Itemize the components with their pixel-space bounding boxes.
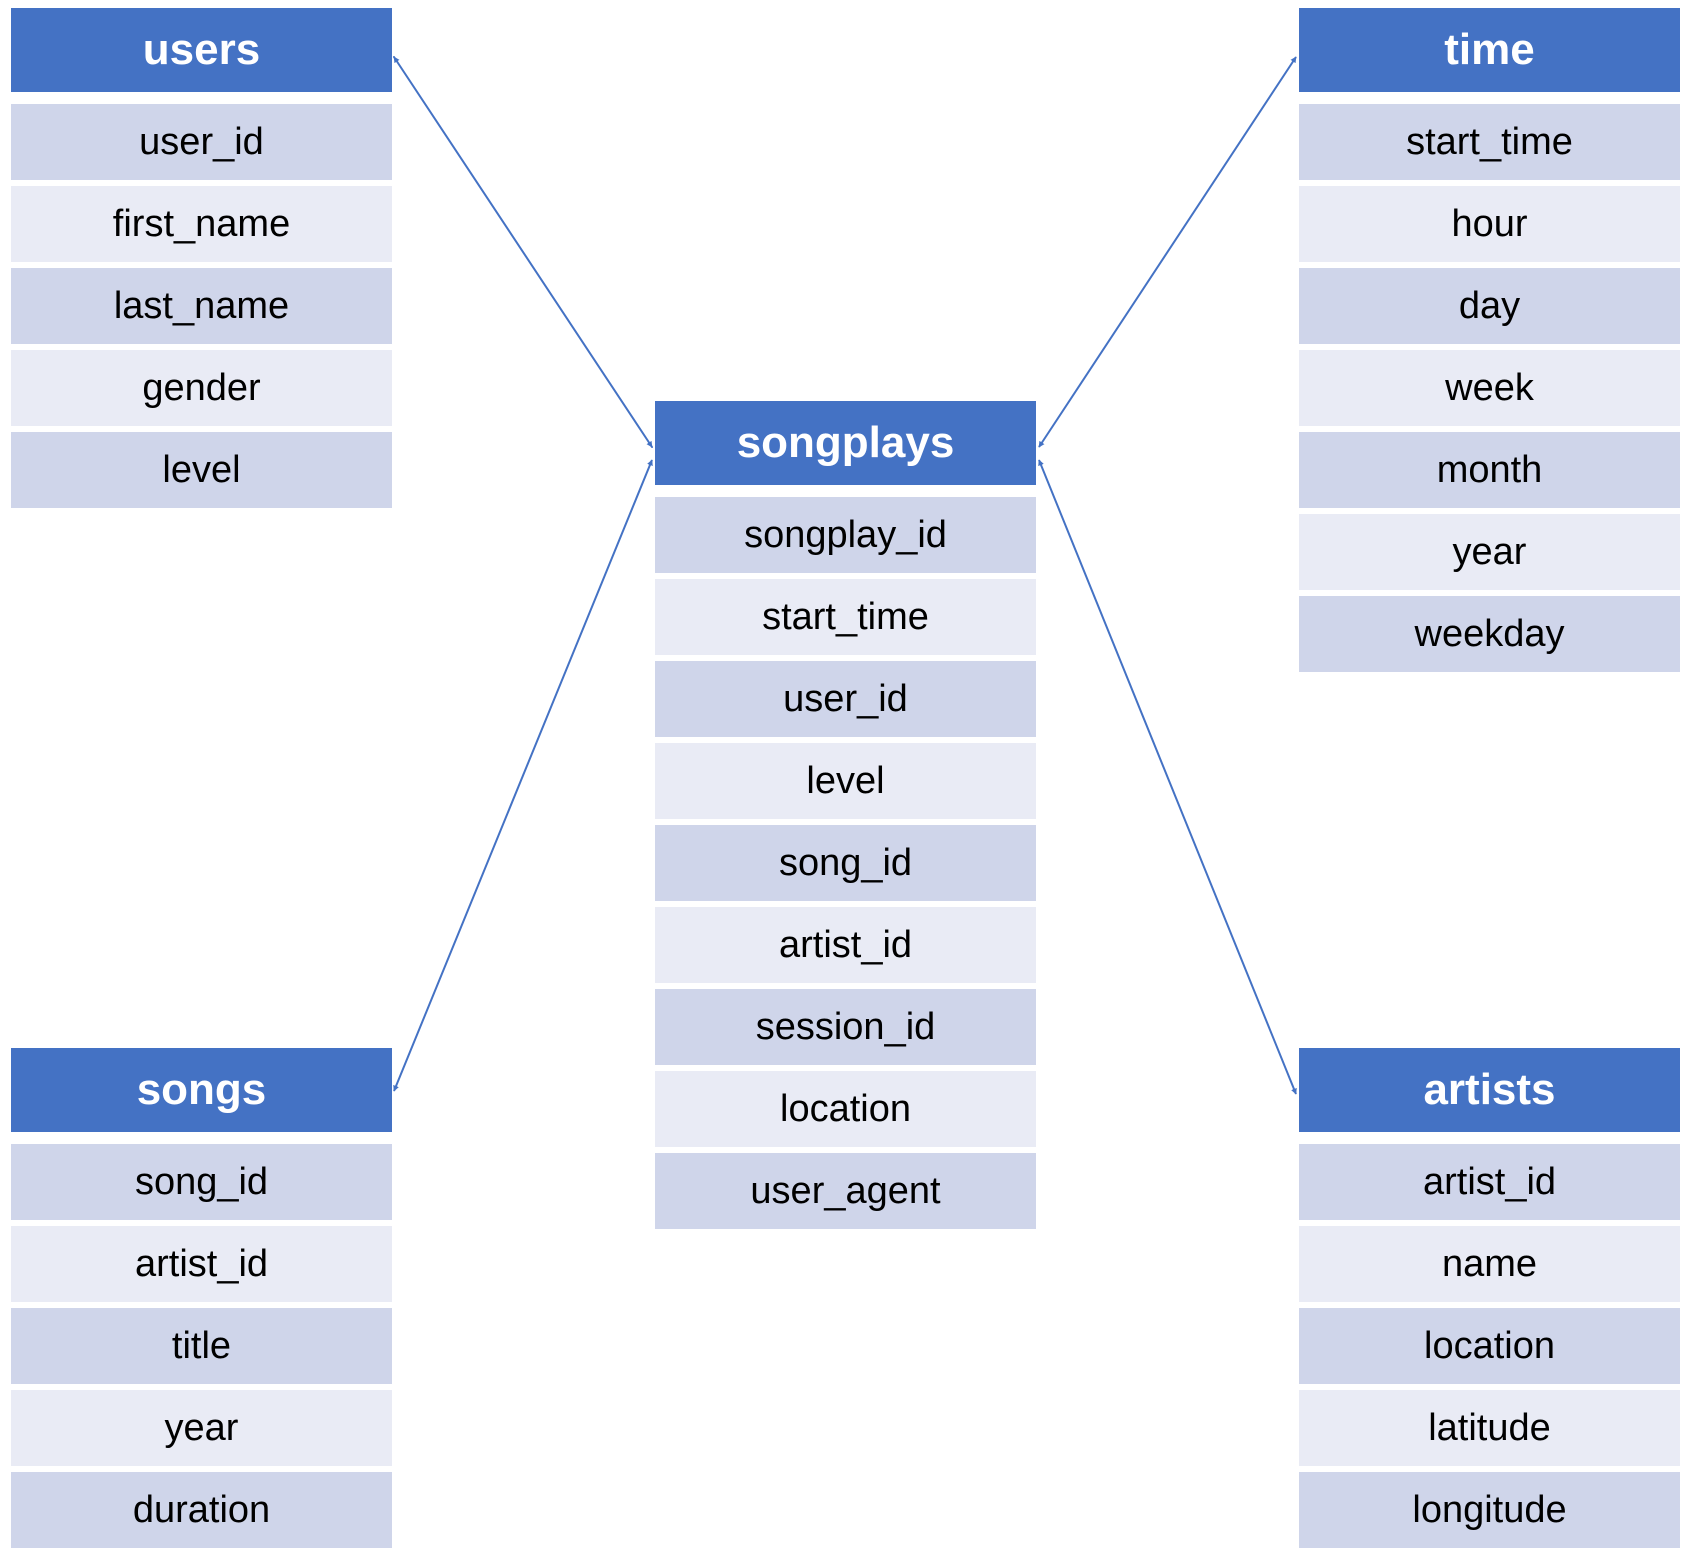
users-table: users user_id first_name last_name gende…	[11, 8, 392, 514]
songplays-column-user-agent: user_agent	[655, 1153, 1036, 1229]
time-table-header: time	[1299, 8, 1680, 92]
songplays-column-level: level	[655, 743, 1036, 819]
songs-table-header: songs	[11, 1048, 392, 1132]
time-column-start-time: start_time	[1299, 104, 1680, 180]
songs-column-duration: duration	[11, 1472, 392, 1548]
songplays-table-header: songplays	[655, 401, 1036, 485]
connector-songs-songplays	[393, 459, 653, 1092]
artists-column-location: location	[1299, 1308, 1680, 1384]
connector-users-songplays	[393, 56, 653, 448]
connector-artists-songplays	[1038, 459, 1297, 1095]
time-column-hour: hour	[1299, 186, 1680, 262]
songs-table: songs song_id artist_id title year durat…	[11, 1048, 392, 1554]
artists-table-header: artists	[1299, 1048, 1680, 1132]
connector-time-songplays	[1038, 56, 1297, 448]
users-column-gender: gender	[11, 350, 392, 426]
songs-column-artist-id: artist_id	[11, 1226, 392, 1302]
users-column-level: level	[11, 432, 392, 508]
users-column-last-name: last_name	[11, 268, 392, 344]
time-column-week: week	[1299, 350, 1680, 426]
songplays-column-location: location	[655, 1071, 1036, 1147]
users-column-first-name: first_name	[11, 186, 392, 262]
time-column-day: day	[1299, 268, 1680, 344]
time-column-month: month	[1299, 432, 1680, 508]
time-column-weekday: weekday	[1299, 596, 1680, 672]
artists-table: artists artist_id name location latitude…	[1299, 1048, 1680, 1554]
songplays-column-user-id: user_id	[655, 661, 1036, 737]
songplays-column-song-id: song_id	[655, 825, 1036, 901]
songplays-table: songplays songplay_id start_time user_id…	[655, 401, 1036, 1235]
songs-column-title: title	[11, 1308, 392, 1384]
songs-column-song-id: song_id	[11, 1144, 392, 1220]
songplays-column-start-time: start_time	[655, 579, 1036, 655]
songplays-column-artist-id: artist_id	[655, 907, 1036, 983]
artists-column-longitude: longitude	[1299, 1472, 1680, 1548]
artists-column-latitude: latitude	[1299, 1390, 1680, 1466]
artists-column-artist-id: artist_id	[1299, 1144, 1680, 1220]
songplays-column-session-id: session_id	[655, 989, 1036, 1065]
users-column-user-id: user_id	[11, 104, 392, 180]
time-column-year: year	[1299, 514, 1680, 590]
time-table: time start_time hour day week month year…	[1299, 8, 1680, 678]
songs-column-year: year	[11, 1390, 392, 1466]
users-table-header: users	[11, 8, 392, 92]
artists-column-name: name	[1299, 1226, 1680, 1302]
songplays-column-songplay-id: songplay_id	[655, 497, 1036, 573]
